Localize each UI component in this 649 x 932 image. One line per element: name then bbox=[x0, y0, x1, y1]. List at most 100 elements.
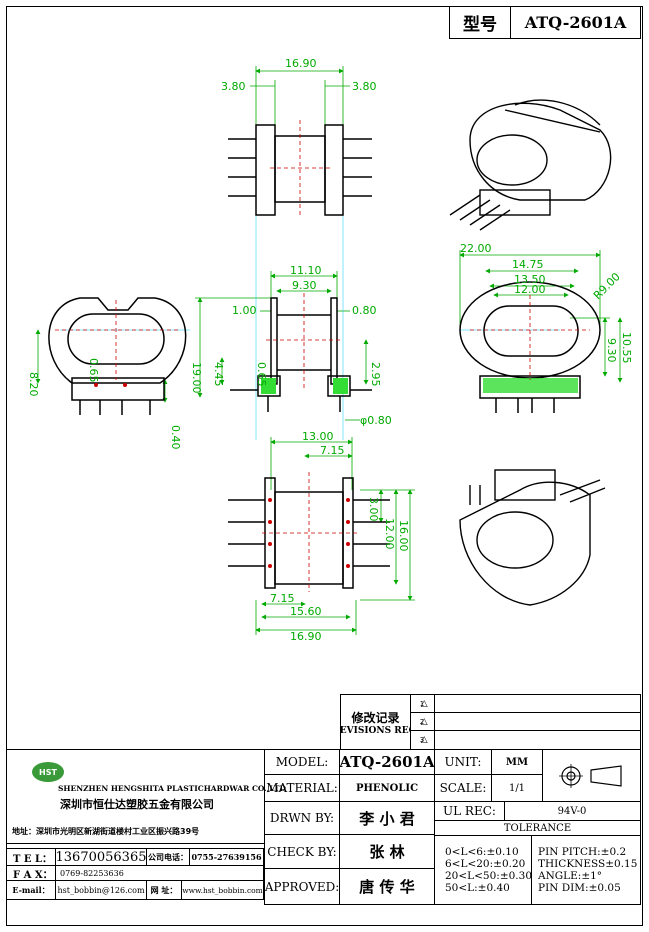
tol-right-4: PIN DIM:±0.05 bbox=[538, 882, 621, 894]
dim-bottom-h1: 3.00 bbox=[367, 497, 380, 522]
dim-left-h3: 0.40 bbox=[169, 425, 182, 450]
front-centerlines bbox=[266, 293, 342, 388]
material-value: PHENOLIC bbox=[339, 774, 435, 802]
approved-label: APPROVED: bbox=[264, 868, 340, 905]
check-label: CHECK BY: bbox=[264, 834, 340, 869]
revision-mark-1: △1 bbox=[410, 694, 435, 713]
projection-symbol bbox=[542, 749, 641, 802]
tol-left-4: 50<L:±0.40 bbox=[445, 882, 510, 894]
revision-mark-2: △2 bbox=[410, 712, 435, 731]
dim-front-h3: 2.95 bbox=[369, 362, 382, 387]
dim-right-w3: 13.50 bbox=[514, 273, 546, 286]
dim-bottom-w2: 7.15 bbox=[320, 444, 345, 457]
fax-label: F A X： bbox=[6, 865, 56, 881]
ul-label: UL REC: bbox=[434, 801, 505, 821]
isometric-view-bottom bbox=[459, 469, 606, 606]
dim-right-r: R9.00 bbox=[591, 270, 623, 302]
dim-front-inner: 9.30 bbox=[292, 279, 317, 292]
web-label: 网 址： bbox=[146, 880, 182, 900]
dim-front-right: 0.80 bbox=[352, 304, 377, 317]
company-logo: HST bbox=[32, 762, 64, 782]
tol-left-2: 6<L<20:±0.20 bbox=[445, 858, 526, 870]
tol-left-3: 20<L<50:±0.30 bbox=[445, 870, 532, 882]
dimension-labels-vertical: 19.00 4.45 0.65 2.95 8.20 0.65 0.40 R9.0… bbox=[27, 270, 633, 551]
tolerance-right: PIN PITCH:±0.2 THICKNESS±0.15 ANGLE:±1° … bbox=[531, 835, 641, 905]
dim-front-height: 19.00 bbox=[190, 362, 203, 394]
dim-bottom-h3: 16.00 bbox=[397, 520, 410, 552]
tol-right-3: ANGLE:±1° bbox=[538, 870, 603, 882]
scale-label: SCALE: bbox=[434, 774, 492, 802]
dim-right-w1: 22.00 bbox=[460, 242, 492, 255]
dim-right-h2: 9.30 bbox=[605, 338, 618, 363]
dim-front-h1: 4.45 bbox=[212, 362, 225, 387]
model-header-value: ATQ-2601A bbox=[510, 6, 641, 39]
tolerance-label: TOLERANCE bbox=[434, 820, 641, 836]
email-label: E-mail： bbox=[6, 880, 56, 900]
revision-row-2 bbox=[434, 712, 641, 731]
revision-row-1 bbox=[434, 694, 641, 713]
bottom-pin-dots bbox=[268, 498, 350, 568]
dim-bottom-b1: 7.15 bbox=[270, 592, 295, 605]
tolerance-left: 0<L<6:±0.10 6<L<20:±0.20 20<L<50:±0.30 5… bbox=[434, 835, 532, 905]
company-divider bbox=[6, 843, 264, 844]
unit-value: MM bbox=[491, 749, 543, 775]
revision-mark-3: △3 bbox=[410, 730, 435, 750]
model-label: MODEL: bbox=[264, 749, 340, 775]
dim-side-left: 3.80 bbox=[221, 80, 246, 93]
left-centerlines bbox=[55, 300, 180, 380]
material-label: MATERIAL: bbox=[264, 774, 340, 802]
drawn-label: DRWN BY: bbox=[264, 801, 340, 835]
dimension-lines bbox=[35, 66, 623, 635]
model-value: ATQ-2601A bbox=[339, 749, 435, 775]
dim-side-right: 3.80 bbox=[352, 80, 377, 93]
technical-drawing: 16.90 3.80 3.80 11.10 9.30 1.00 0.80 φ0.… bbox=[27, 57, 633, 643]
dim-front-h2: 0.65 bbox=[255, 362, 268, 387]
drawn-value: 李 小 君 bbox=[339, 801, 435, 835]
tol-left-1: 0<L<6:±0.10 bbox=[445, 846, 519, 858]
revision-label-box: 修改记录 REVISIONS REC. bbox=[340, 694, 411, 750]
front-highlight-left bbox=[261, 378, 276, 394]
dim-bottom-w1: 13.00 bbox=[302, 430, 334, 443]
check-value: 张 林 bbox=[339, 834, 435, 869]
front-highlight-right bbox=[333, 378, 348, 394]
tel-label: T E L： bbox=[6, 848, 56, 866]
isometric-view-top bbox=[449, 99, 612, 231]
dimension-labels: 16.90 3.80 3.80 11.10 9.30 1.00 0.80 φ0.… bbox=[221, 57, 546, 643]
dim-bottom-b3: 16.90 bbox=[290, 630, 322, 643]
top-view bbox=[228, 124, 372, 216]
dim-bottom-b2: 15.60 bbox=[290, 605, 322, 618]
company-address: 地址：深圳市光明区新湖街道楼村工业区振兴路39号 bbox=[12, 827, 200, 836]
ul-value: 94V-0 bbox=[504, 801, 641, 821]
left-pin-dots bbox=[94, 383, 127, 387]
bottom-view bbox=[228, 477, 390, 589]
top-centerlines bbox=[270, 120, 330, 218]
fax-value: 0769-82253636 bbox=[55, 865, 264, 881]
dim-left-h1: 8.20 bbox=[27, 372, 40, 397]
company-name-cn: 深圳市恒仕达塑胶五金有限公司 bbox=[60, 798, 214, 811]
right-centerlines bbox=[470, 295, 590, 380]
drawing-sheet bbox=[6, 6, 643, 926]
company-tel-value: 0755-27639156 bbox=[189, 848, 264, 866]
dim-left-h2: 0.65 bbox=[87, 358, 100, 383]
right-highlight bbox=[483, 378, 578, 393]
bottom-centerlines bbox=[262, 472, 358, 592]
unit-label: UNIT: bbox=[434, 749, 492, 775]
dim-right-w4: 12.00 bbox=[514, 283, 546, 296]
email-value: hst_bobbin@126.com bbox=[55, 880, 147, 900]
approved-value: 唐 传 华 bbox=[339, 868, 435, 905]
tol-right-2: THICKNESS±0.15 bbox=[538, 858, 638, 870]
tel-value: 13670056365 bbox=[55, 848, 147, 866]
dim-side-width: 16.90 bbox=[285, 57, 317, 70]
dim-front-total: 11.10 bbox=[290, 264, 322, 277]
revision-row-3 bbox=[434, 730, 641, 750]
dim-pin-dia: φ0.80 bbox=[360, 414, 392, 427]
revision-label-cn: 修改记录 bbox=[351, 710, 400, 725]
first-angle-projection-icon bbox=[558, 763, 622, 788]
scale-value: 1/1 bbox=[491, 774, 543, 802]
dim-bottom-h2: 12.00 bbox=[383, 518, 396, 550]
dim-right-w2: 14.75 bbox=[512, 258, 544, 271]
company-name-en: SHENZHEN HENGSHITA PLASTICHARDWAR CO.,LT… bbox=[58, 784, 286, 793]
tol-right-1: PIN PITCH:±0.2 bbox=[538, 846, 627, 858]
dim-front-left: 1.00 bbox=[232, 304, 257, 317]
dim-right-h1: 10.55 bbox=[620, 332, 633, 364]
